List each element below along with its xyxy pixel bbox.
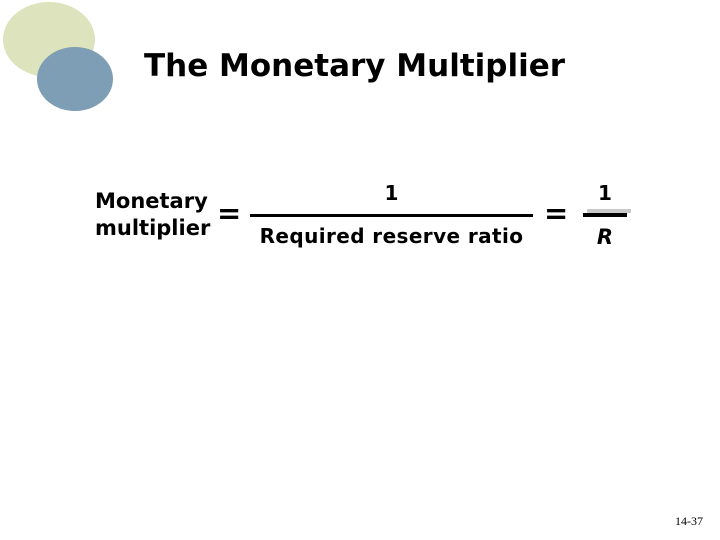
equals-sign-1: =	[217, 196, 242, 230]
fraction-short-bar-group	[578, 205, 632, 221]
fraction-main: 1 Required reserve ratio	[250, 181, 533, 248]
fraction-short-bar	[583, 213, 627, 217]
formula-lhs-label: Monetary multiplier	[95, 188, 210, 242]
slide-page-number: 14-37	[675, 514, 703, 528]
formula-lhs-line2: multiplier	[95, 216, 211, 240]
formula-lhs-line1: Monetary	[95, 189, 208, 213]
fraction-short: 1 R	[578, 181, 632, 249]
fraction-main-denominator: Required reserve ratio	[259, 224, 524, 248]
fraction-short-denominator: R	[596, 225, 614, 249]
fraction-short-bar-shadow	[587, 209, 631, 213]
decorative-circle-small	[37, 47, 113, 111]
equals-sign-2: =	[544, 196, 569, 230]
fraction-short-numerator: 1	[598, 181, 612, 205]
fraction-main-bar	[250, 214, 533, 217]
slide-title: The Monetary Multiplier	[144, 48, 566, 84]
fraction-main-numerator: 1	[384, 181, 399, 205]
